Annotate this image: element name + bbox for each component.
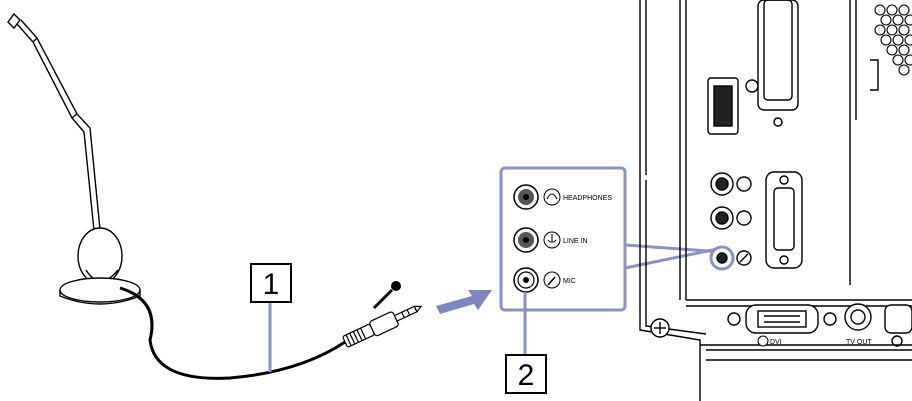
dvi-symbol-icon	[757, 335, 769, 347]
microphone-cable	[119, 286, 346, 380]
port-label-mic: MIC	[563, 278, 576, 285]
headphones-jack	[513, 184, 539, 210]
rear-label-tv-out: TV OUT	[846, 339, 872, 346]
microphone-icon	[372, 281, 401, 310]
callout-1-number: 1	[263, 268, 280, 301]
headphones-icon	[543, 188, 561, 206]
rear-label-dvi: DVI	[770, 339, 782, 346]
mic-port-icon	[543, 271, 561, 289]
desk-microphone	[7, 12, 141, 305]
callout-2-number: 2	[518, 359, 535, 392]
port-label-headphones: HEADPHONES	[563, 195, 612, 202]
computer-rear-panel	[639, 0, 912, 401]
callout-1-box	[250, 263, 292, 303]
callout-2-box	[505, 354, 547, 394]
mic-plug	[342, 305, 423, 348]
mic-jack	[513, 267, 539, 293]
port-label-line-in: LINE IN	[563, 238, 588, 245]
panel-connector-upper	[624, 243, 723, 254]
line-in-icon	[543, 231, 561, 249]
direction-arrow-icon	[436, 290, 492, 314]
line-in-jack	[513, 227, 539, 253]
audio-port-panel: HEADPHONES LINE IN MIC	[499, 166, 627, 312]
